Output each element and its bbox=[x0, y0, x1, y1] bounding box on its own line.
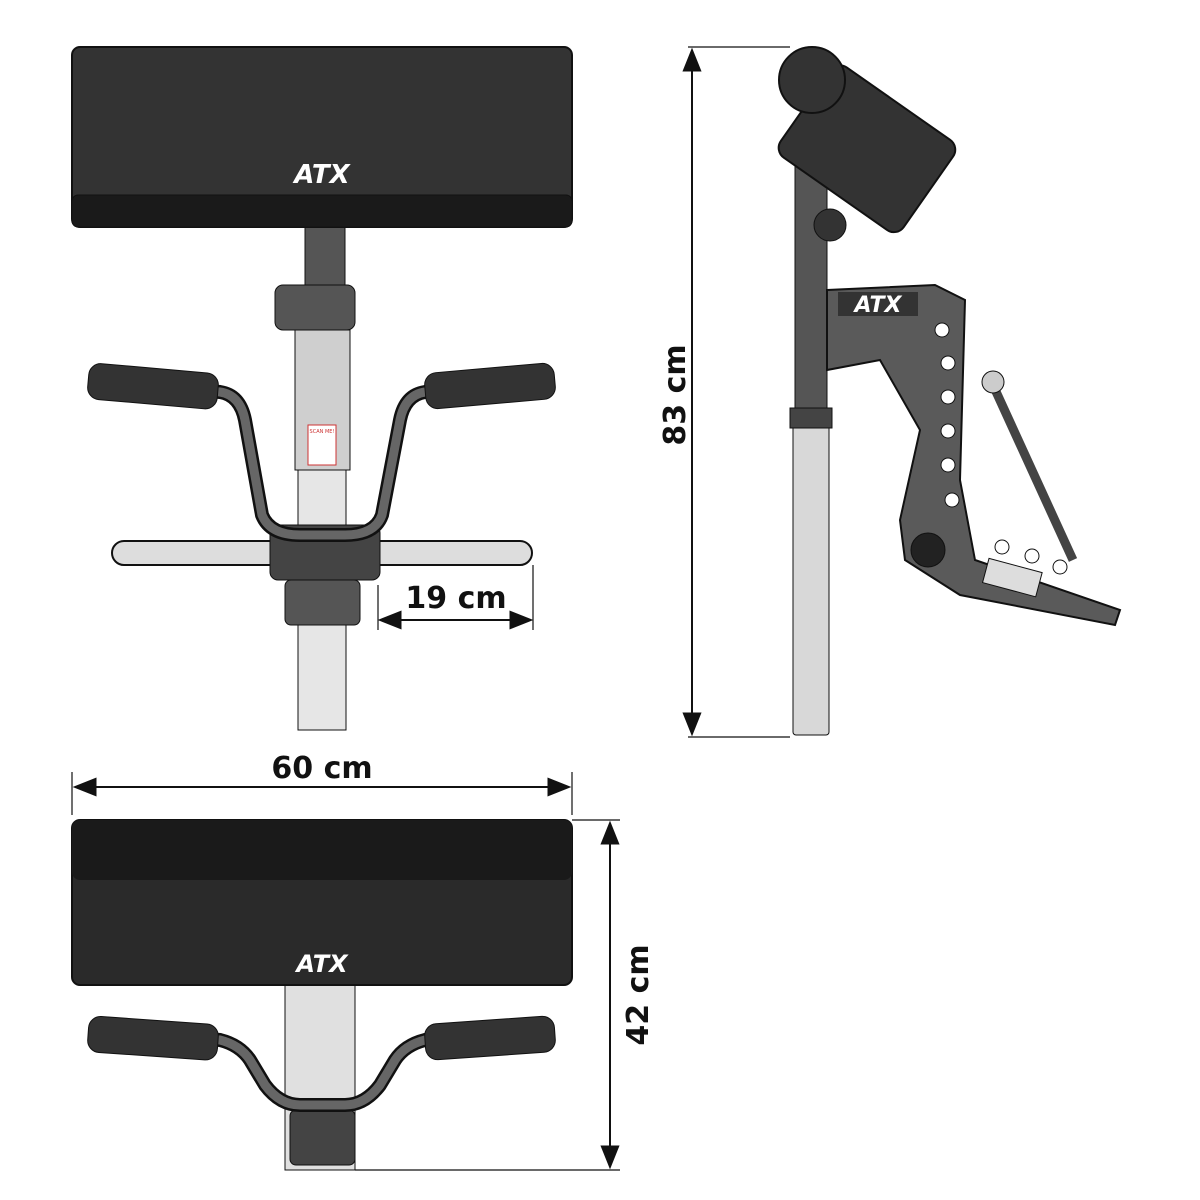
qr-label bbox=[307, 424, 337, 466]
top-view: ATX bbox=[71, 819, 573, 1171]
gas-spring bbox=[988, 383, 1078, 562]
left-grip bbox=[87, 363, 219, 410]
dimension-height: 83 cm bbox=[658, 46, 790, 738]
side-knob bbox=[910, 532, 946, 568]
front-logo: ATX bbox=[292, 160, 351, 190]
dimension-label-60: 60 cm bbox=[271, 751, 372, 786]
scan-label-text: SCAN ME! bbox=[310, 429, 335, 435]
side-lower-post bbox=[792, 409, 830, 736]
dimension-handle-width: 19 cm bbox=[377, 565, 534, 630]
dimension-label-42: 42 cm bbox=[621, 944, 656, 1045]
side-arm-frame bbox=[826, 283, 1122, 627]
right-grip bbox=[424, 362, 556, 410]
adjust-bracket bbox=[284, 579, 361, 626]
front-view: SCAN ME! ATX bbox=[71, 46, 573, 731]
dimension-label-19: 19 cm bbox=[405, 581, 506, 616]
side-view: ATX bbox=[777, 46, 1122, 736]
upper-bracket bbox=[274, 284, 356, 331]
dimension-depth: 42 cm bbox=[355, 819, 656, 1171]
dimension-width: 60 cm bbox=[71, 751, 573, 815]
top-logo: ATX bbox=[294, 950, 349, 978]
side-upper-post bbox=[794, 149, 828, 411]
adjust-knob bbox=[813, 208, 847, 242]
dimension-label-83: 83 cm bbox=[658, 344, 693, 445]
side-logo: ATX bbox=[853, 293, 903, 318]
